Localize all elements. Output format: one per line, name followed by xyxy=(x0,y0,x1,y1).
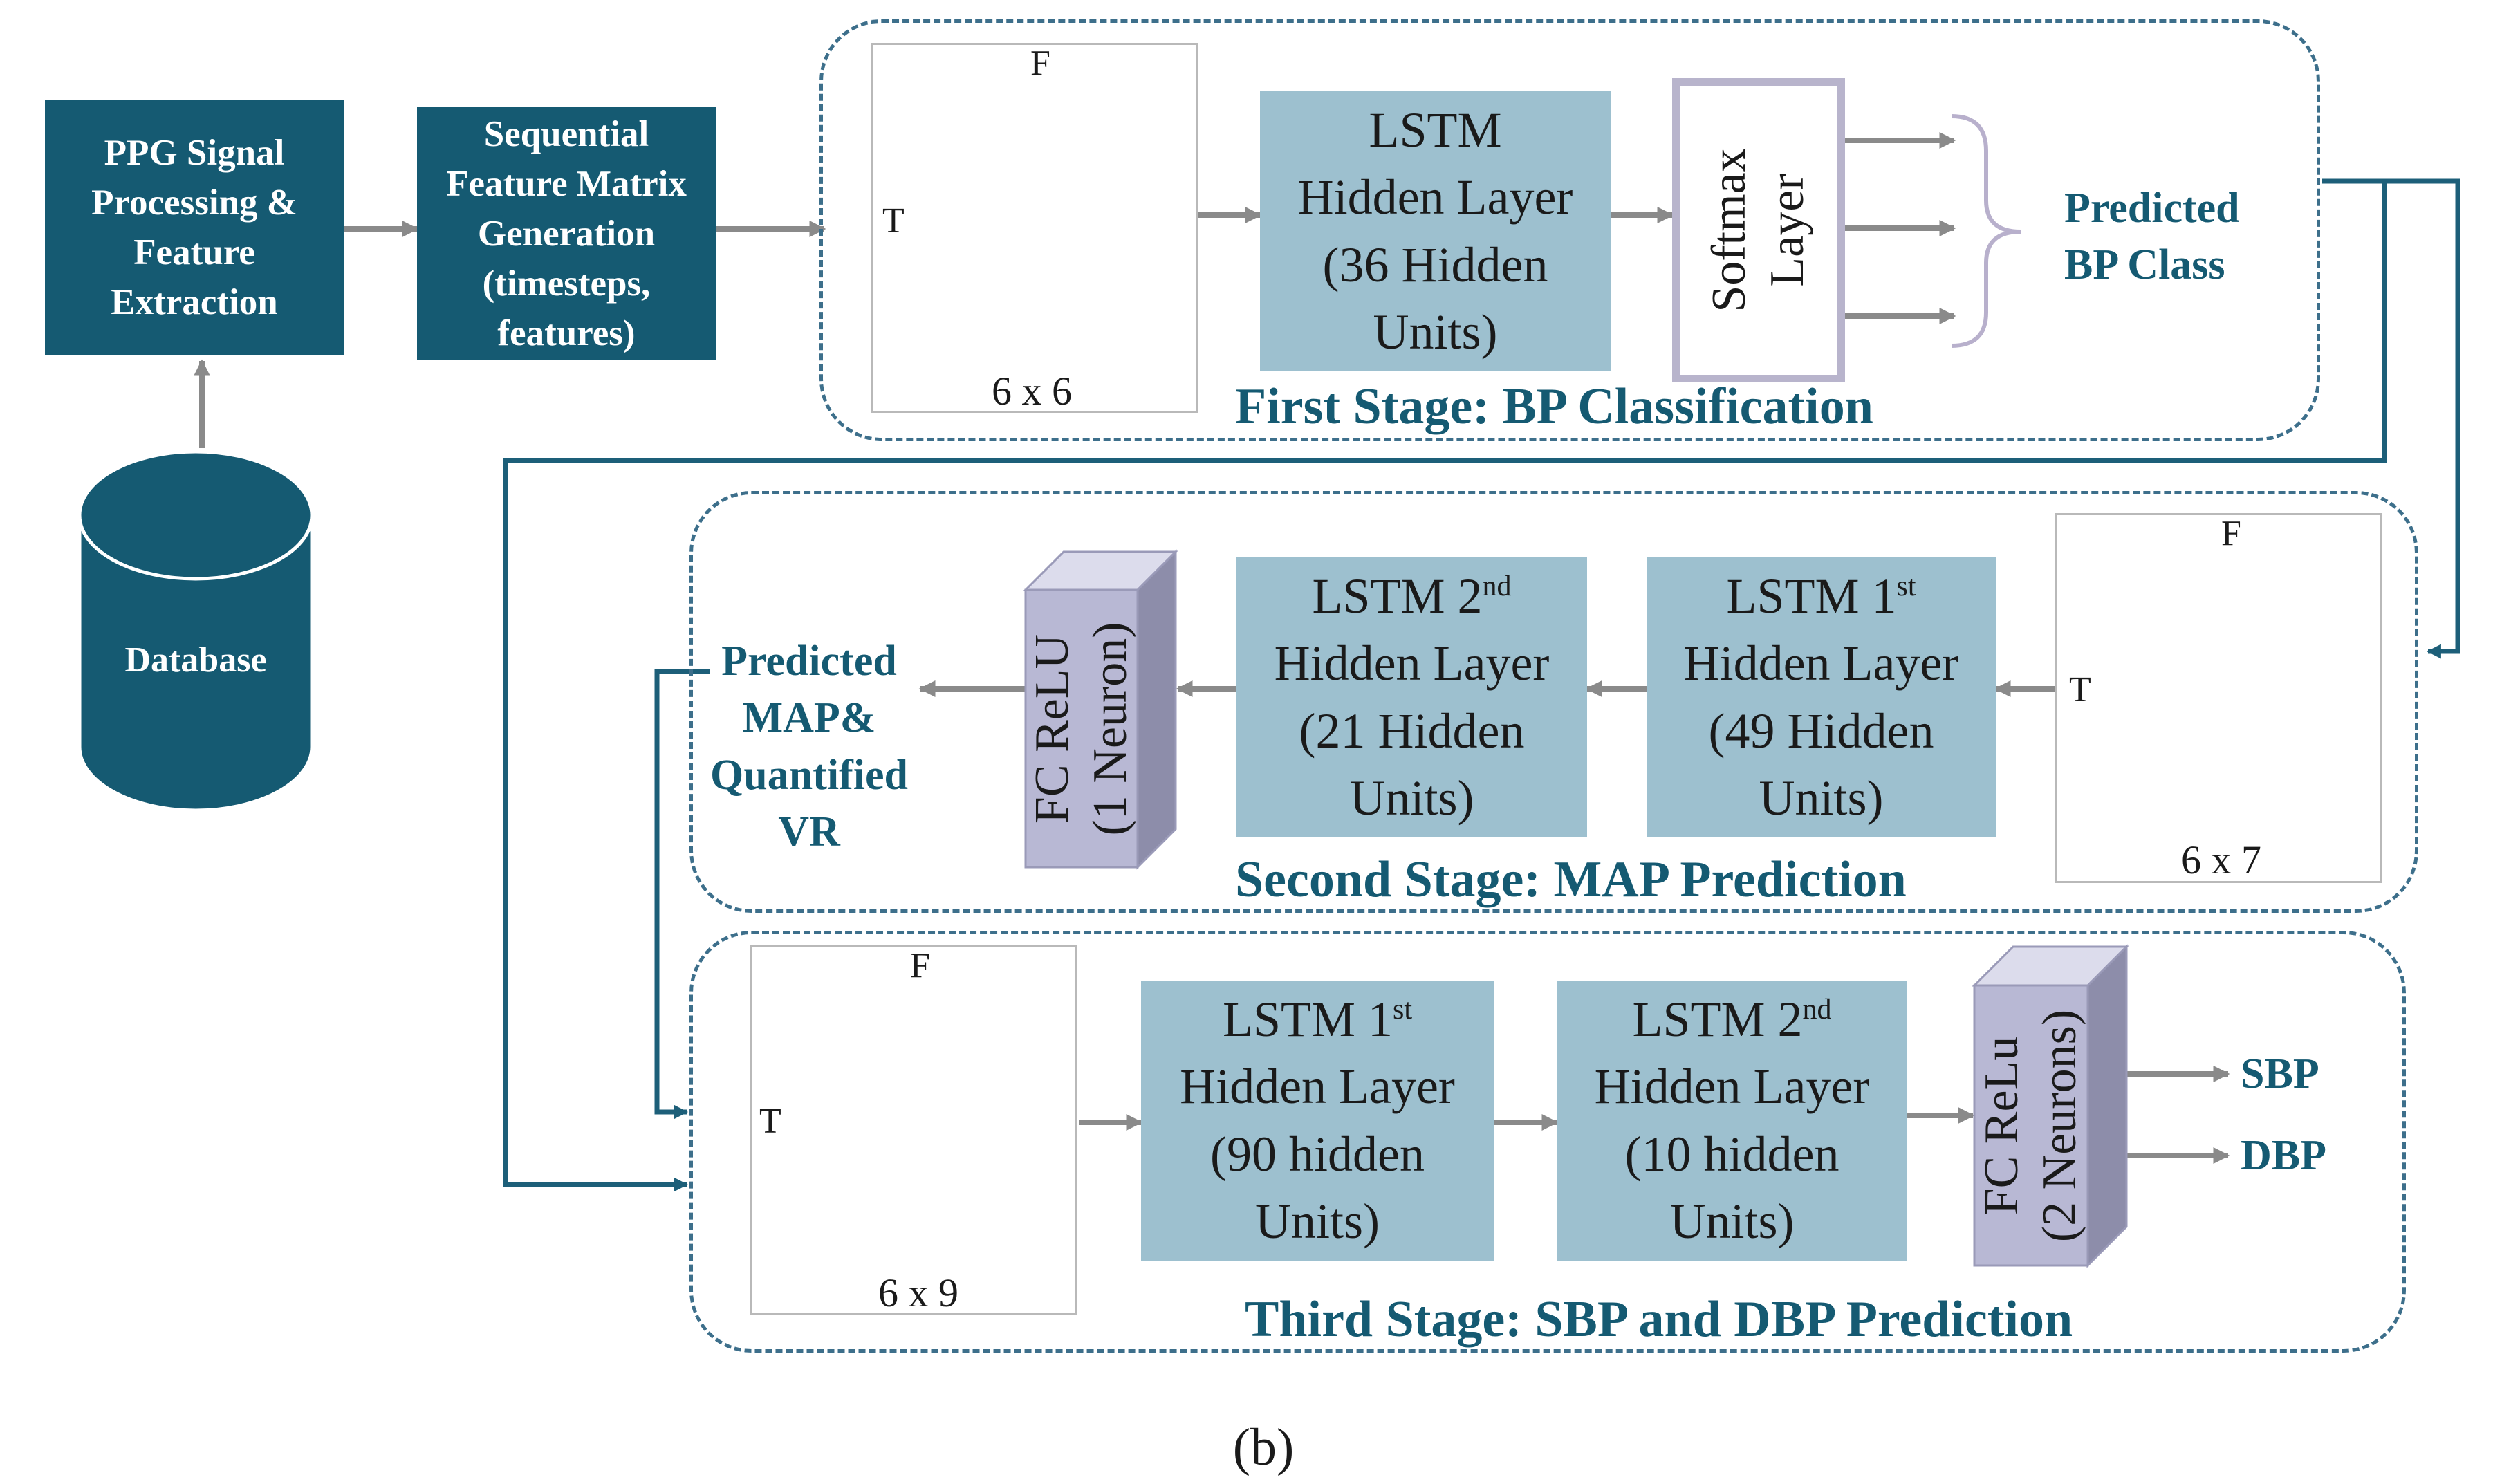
sequential-line: Generation xyxy=(477,213,656,254)
lstm-line: Hidden Layer xyxy=(1180,1059,1455,1115)
lstm-name: LSTM 1 xyxy=(1222,992,1393,1048)
fc-block-stage2 xyxy=(1023,549,1178,870)
lstm-line: Units) xyxy=(1759,770,1884,826)
lstm-line: (36 Hidden xyxy=(1322,236,1548,293)
lstm-line: Units) xyxy=(1669,1193,1795,1249)
lstm-name: LSTM 2 xyxy=(1632,992,1803,1048)
lstm-line: Hidden Layer xyxy=(1297,169,1573,225)
stage2-axis-f: F xyxy=(2221,514,2241,553)
fc-block-stage3 xyxy=(1972,944,2129,1268)
flow-stage1-to-stage3 xyxy=(503,181,2387,1192)
lstm-line: Units) xyxy=(1255,1193,1380,1249)
softmax-line: Softmax xyxy=(1703,148,1756,313)
stage2-title: Second Stage: MAP Prediction xyxy=(1235,851,1907,908)
lstm-sup: st xyxy=(1393,994,1413,1026)
fc-line: FC ReLU xyxy=(1026,633,1079,824)
output-brace xyxy=(1951,114,2021,348)
flow-map-to-stage3 xyxy=(654,669,710,1120)
lstm-sup: nd xyxy=(1482,571,1512,603)
ppg-line: PPG Signal xyxy=(104,132,285,173)
lstm-name: LSTM 1 xyxy=(1726,568,1897,624)
stage2-frame xyxy=(689,491,2418,913)
softmax-line: Layer xyxy=(1761,174,1814,287)
output-dbp: DBP xyxy=(2241,1132,2326,1179)
stage1-frame xyxy=(819,19,2320,441)
sequential-line: Sequential xyxy=(483,113,649,154)
stage2-lstm1-box: LSTM 1st Hidden Layer (49 Hidden Units) xyxy=(1647,557,1996,837)
fc-line: (2 Neurons) xyxy=(2033,1009,2086,1242)
output-sbp: SBP xyxy=(2241,1050,2319,1097)
lstm-line: (21 Hidden xyxy=(1299,703,1525,759)
lstm-line: Units) xyxy=(1349,770,1474,826)
softmax-layer-box: Softmax Layer xyxy=(1672,78,1845,382)
stage1-lstm-box: LSTM Hidden Layer (36 Hidden Units) xyxy=(1260,91,1611,371)
stage2-lstm2-box: LSTM 2nd Hidden Layer (21 Hidden Units) xyxy=(1236,557,1587,837)
stage3-matrix-dim: 6 x 9 xyxy=(878,1270,958,1315)
stage3-matrix-frame xyxy=(750,945,1077,1315)
stage3-title: Third Stage: SBP and DBP Prediction xyxy=(1245,1291,2073,1348)
ppg-line: Processing & xyxy=(91,182,297,223)
stage2-axis-t: T xyxy=(2069,670,2091,709)
fc-line: (1 Neuron) xyxy=(1084,621,1137,836)
database-label: Database xyxy=(124,640,267,680)
ppg-processing-box: PPG Signal Processing & Feature Extracti… xyxy=(45,100,344,355)
ppg-line: Feature xyxy=(133,232,255,272)
stage1-matrix-dim: 6 x 6 xyxy=(992,369,1072,414)
ppg-line: Extraction xyxy=(111,282,278,323)
lstm-line: (10 hidden xyxy=(1624,1126,1839,1182)
output-line: MAP& xyxy=(742,694,876,742)
predicted-bp-class: Predicted BP Class xyxy=(2064,180,2240,294)
output-line: Predicted xyxy=(721,638,897,685)
figure-caption: (b) xyxy=(1232,1418,1295,1476)
output-line: BP Class xyxy=(2064,241,2225,289)
lstm-sup: nd xyxy=(1802,994,1832,1026)
stage3-axis-t: T xyxy=(759,1102,781,1141)
lstm-line: Units) xyxy=(1373,304,1498,360)
stage1-axis-t: T xyxy=(882,201,905,241)
stage1-title: First Stage: BP Classification xyxy=(1235,378,1873,435)
stage1-axis-f: F xyxy=(1030,44,1050,83)
lstm-line: LSTM xyxy=(1369,102,1502,158)
lstm-sup: st xyxy=(1896,571,1916,603)
stage3-frame xyxy=(689,931,2406,1353)
flow-stage1-to-stage2 xyxy=(2322,178,2460,659)
sequential-line: Feature Matrix xyxy=(446,163,687,204)
lstm-line: (90 hidden xyxy=(1210,1126,1425,1182)
database-cylinder xyxy=(77,449,314,813)
sequential-line: features) xyxy=(497,313,636,354)
stage3-lstm2-box: LSTM 2nd Hidden Layer (10 hidden Units) xyxy=(1557,981,1907,1261)
lstm-line: Hidden Layer xyxy=(1594,1059,1870,1115)
lstm-line: (49 Hidden xyxy=(1708,703,1934,759)
lstm-line: Hidden Layer xyxy=(1274,636,1550,692)
stage2-matrix-frame xyxy=(2055,513,2382,883)
lstm-name: LSTM 2 xyxy=(1312,568,1483,624)
output-line: VR xyxy=(778,808,840,856)
output-line: Predicted xyxy=(2064,185,2240,232)
output-line: Quantified xyxy=(710,751,908,799)
stage3-axis-f: F xyxy=(910,946,930,985)
fc-line: FC ReLu xyxy=(1975,1036,2028,1215)
stage3-lstm1-box: LSTM 1st Hidden Layer (90 hidden Units) xyxy=(1141,981,1494,1261)
stage3-fc-label: FC ReLu (2 Neurons) xyxy=(1974,985,2088,1265)
sequential-matrix-box: Sequential Feature Matrix Generation (ti… xyxy=(417,107,716,360)
stage1-matrix-frame xyxy=(871,43,1198,413)
stage2-matrix-dim: 6 x 7 xyxy=(2181,837,2261,882)
predicted-map-vr: Predicted MAP& Quantified VR xyxy=(692,633,927,861)
lstm-line: Hidden Layer xyxy=(1683,636,1959,692)
stage2-fc-label: FC ReLU (1 Neuron) xyxy=(1026,590,1138,867)
sequential-line: (timesteps, xyxy=(482,263,651,304)
